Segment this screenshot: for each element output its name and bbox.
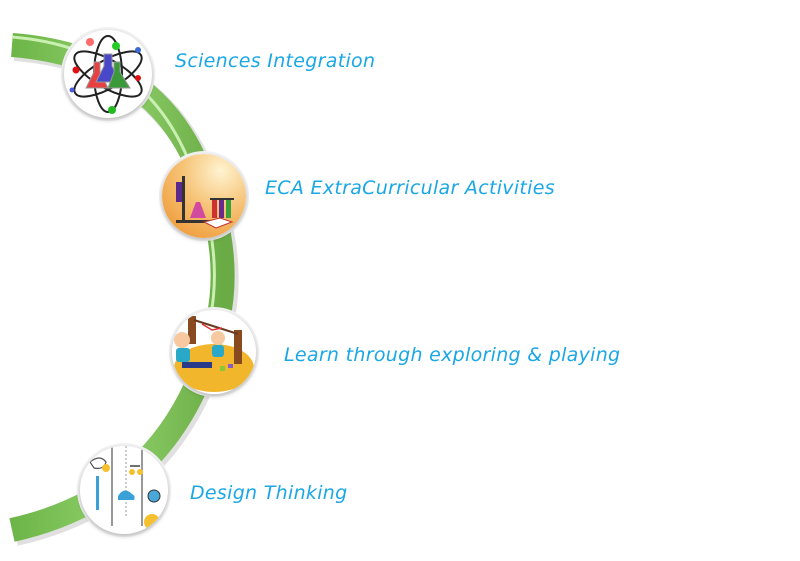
kids-playing-icon — [172, 310, 256, 394]
atom-flasks-icon — [69, 35, 143, 114]
node-design-thinking[interactable] — [80, 446, 168, 534]
label-sciences-integration: Sciences Integration — [175, 50, 376, 72]
label-eca-extracurricular: ECA ExtraCurricular Activities — [265, 177, 555, 199]
design-thinking-icon — [80, 446, 168, 534]
node-eca-extracurricular[interactable] — [162, 154, 246, 238]
label-design-thinking: Design Thinking — [190, 482, 348, 504]
lab-equipment-icon — [162, 154, 246, 238]
label-learn-exploring-playing: Learn through exploring & playing — [284, 344, 621, 366]
node-sciences-integration[interactable] — [64, 30, 152, 118]
node-learn-exploring-playing[interactable] — [172, 310, 256, 394]
